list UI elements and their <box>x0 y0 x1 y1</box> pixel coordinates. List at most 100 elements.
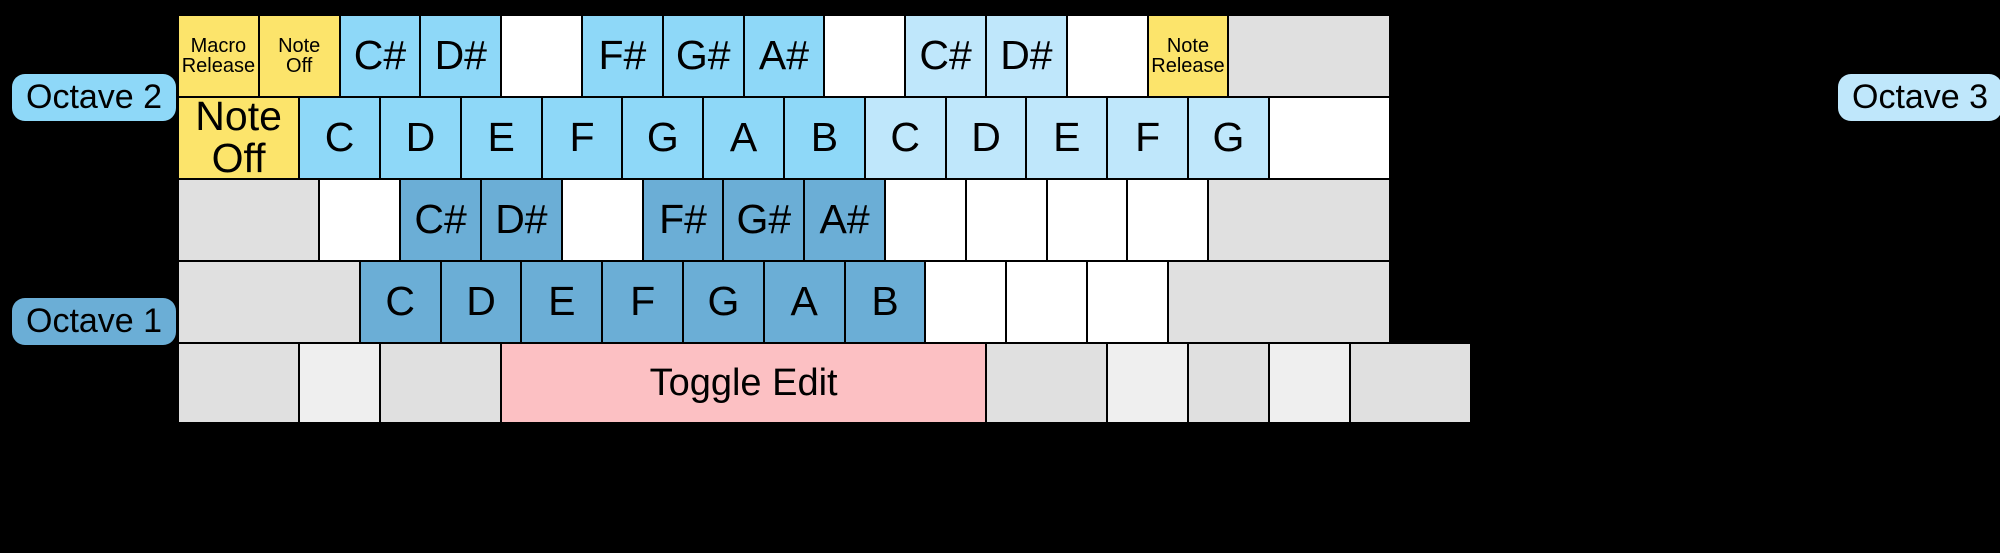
key-f[interactable]: F <box>541 97 623 179</box>
key-blank[interactable] <box>1127 179 1209 261</box>
key-c[interactable]: C <box>359 261 441 343</box>
key-label: F <box>1135 114 1161 161</box>
key-toggle-edit[interactable]: Toggle Edit <box>501 343 986 423</box>
key-blank[interactable] <box>319 179 401 261</box>
key-blank[interactable] <box>380 343 502 423</box>
key-blank[interactable] <box>1006 261 1087 343</box>
key-e[interactable]: E <box>460 97 542 179</box>
key-label: A <box>729 114 758 161</box>
key-e[interactable]: E <box>521 261 603 343</box>
key-label: A <box>790 278 818 325</box>
key-dsharp[interactable]: D# <box>986 15 1067 97</box>
key-label: G# <box>675 32 731 79</box>
key-label: D <box>971 114 1001 161</box>
key-blank[interactable] <box>501 15 582 97</box>
key-b[interactable]: B <box>844 261 926 343</box>
key-blank[interactable] <box>1228 15 1390 97</box>
key-dsharp[interactable]: D# <box>481 179 562 261</box>
key-label: G <box>707 278 740 325</box>
key-label: B <box>810 114 839 161</box>
row-asdf: C# D# F# G# A# <box>178 179 1390 261</box>
key-fsharp[interactable]: F# <box>642 179 724 261</box>
key-label: D# <box>434 32 487 79</box>
key-label: F# <box>659 196 707 243</box>
key-b[interactable]: B <box>784 97 865 179</box>
key-blank[interactable] <box>1208 179 1390 261</box>
key-label: A# <box>819 196 870 243</box>
key-blank[interactable] <box>1087 261 1168 343</box>
key-label: G# <box>736 196 792 243</box>
key-fsharp[interactable]: F# <box>582 15 663 97</box>
key-csharp[interactable]: C# <box>339 15 421 97</box>
key-d[interactable]: D <box>440 261 522 343</box>
key-label: F <box>630 278 656 325</box>
key-label: D <box>405 114 436 161</box>
key-c[interactable]: C <box>299 97 380 179</box>
key-label: F# <box>598 32 647 79</box>
key-blank[interactable] <box>561 179 643 261</box>
key-dsharp[interactable]: D# <box>420 15 502 97</box>
octave-1-label: Octave 1 <box>12 298 177 345</box>
key-label: E <box>487 114 515 161</box>
key-blank[interactable] <box>1268 97 1390 179</box>
key-a[interactable]: A <box>703 97 784 179</box>
key-blank[interactable] <box>925 261 1007 343</box>
key-label: F <box>569 114 595 161</box>
key-asharp[interactable]: A# <box>743 15 825 97</box>
key-blank[interactable] <box>178 261 360 343</box>
row-spacebar: Toggle Edit <box>178 343 1471 423</box>
key-label: D <box>466 278 496 325</box>
key-d[interactable]: D <box>945 97 1027 179</box>
key-c[interactable]: C <box>864 97 946 179</box>
key-blank[interactable] <box>1167 261 1390 343</box>
key-asharp[interactable]: A# <box>804 179 885 261</box>
key-blank[interactable] <box>178 179 320 261</box>
key-blank[interactable] <box>299 343 380 423</box>
key-label: G <box>1212 114 1245 161</box>
key-blank[interactable] <box>965 179 1047 261</box>
key-label: E <box>1053 114 1081 161</box>
key-blank[interactable] <box>885 179 966 261</box>
key-blank[interactable] <box>824 15 906 97</box>
key-label: C <box>385 278 415 325</box>
key-csharp[interactable]: C# <box>905 15 986 97</box>
key-blank[interactable] <box>178 343 300 423</box>
key-label: A# <box>758 32 810 79</box>
key-label: C <box>324 114 355 161</box>
key-g[interactable]: G <box>683 261 764 343</box>
key-blank[interactable] <box>1066 15 1148 97</box>
key-blank[interactable] <box>1107 343 1188 423</box>
key-gsharp[interactable]: G# <box>662 15 744 97</box>
key-f[interactable]: F <box>602 261 683 343</box>
octave-2-label: Octave 2 <box>12 74 177 121</box>
key-label: D# <box>495 196 548 243</box>
key-label: C# <box>919 32 972 79</box>
key-blank[interactable] <box>1188 343 1269 423</box>
key-d[interactable]: D <box>380 97 461 179</box>
key-e[interactable]: E <box>1026 97 1108 179</box>
key-blank[interactable] <box>986 343 1108 423</box>
key-blank[interactable] <box>1268 343 1350 423</box>
key-gsharp[interactable]: G# <box>723 179 805 261</box>
key-blank[interactable] <box>1046 179 1128 261</box>
key-f[interactable]: F <box>1107 97 1188 179</box>
key-g[interactable]: G <box>622 97 704 179</box>
key-a[interactable]: A <box>763 261 845 343</box>
key-g[interactable]: G <box>1188 97 1269 179</box>
key-blank[interactable] <box>1349 343 1471 423</box>
key-csharp[interactable]: C# <box>400 179 481 261</box>
key-label: C# <box>353 32 407 79</box>
key-label: B <box>871 278 899 325</box>
